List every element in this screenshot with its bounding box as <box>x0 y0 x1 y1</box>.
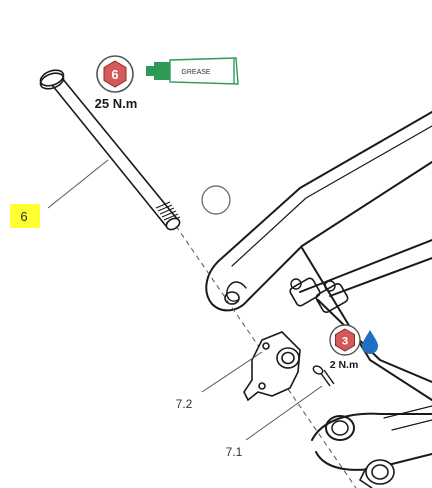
callout-6-label: 6 <box>20 209 27 224</box>
spacer-washer <box>201 185 231 215</box>
bike-frame <box>205 111 432 471</box>
axle-torque-badge: 6 25 N.m <box>95 55 138 111</box>
hex-key-icon <box>103 60 127 88</box>
callout-7-2-label: 7.2 <box>176 397 193 411</box>
hanger-bolt-tool-size: 3 <box>342 336 348 348</box>
axle-thread <box>155 201 181 224</box>
axle-torque-value: 25 N.m <box>95 96 138 111</box>
axle-insertion-axis <box>175 225 357 488</box>
callout-6-highlight <box>10 204 40 228</box>
hanger-bolt <box>312 365 335 387</box>
derailleur-hanger <box>243 331 301 402</box>
callout-7-1-label: 7.1 <box>226 445 243 459</box>
axle-nut <box>358 459 395 488</box>
hanger-bolt-torque-value: 2 N.m <box>330 359 359 371</box>
axle-tool-size: 6 <box>111 67 118 82</box>
thru-axle <box>39 69 181 231</box>
grease-tube-icon: GREASE <box>146 57 239 85</box>
grease-label: GREASE <box>181 69 211 76</box>
leader-lines <box>47 159 323 441</box>
hanger-bolt-torque-badge: 3 2 N.m <box>329 324 378 371</box>
blue-drop-icon <box>362 330 378 354</box>
hex-key-icon-small <box>335 328 355 352</box>
